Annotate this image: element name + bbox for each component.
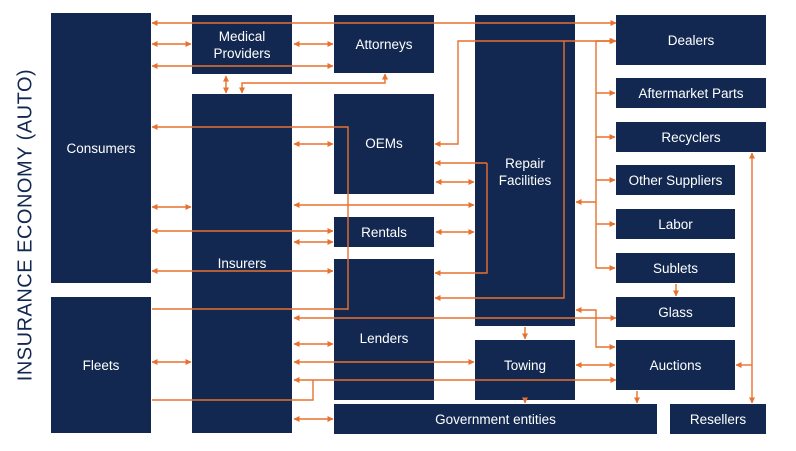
node-towing[interactable]: Towing (475, 340, 575, 400)
node-insurers[interactable]: Insurers (192, 94, 292, 433)
node-other-suppliers[interactable]: Other Suppliers (616, 165, 735, 195)
node-attorneys[interactable]: Attorneys (334, 15, 434, 73)
node-label: Insurers (217, 256, 267, 271)
node-label: Other Suppliers (628, 172, 723, 188)
node-label: Aftermarket Parts (638, 85, 744, 101)
node-rentals[interactable]: Rentals (334, 217, 434, 247)
node-lenders[interactable]: Lenders (334, 259, 434, 400)
node-label: Medical Providers (213, 28, 271, 61)
node-label: Consumers (66, 140, 136, 156)
node-label: Repair Facilities (498, 156, 552, 188)
node-label: Dealers (667, 32, 715, 48)
node-label: Recyclers (661, 129, 721, 145)
node-label: Government entities (435, 411, 556, 427)
node-aftermarket-parts[interactable]: Aftermarket Parts (616, 78, 766, 108)
node-label: Auctions (649, 357, 702, 373)
node-sublets[interactable]: Sublets (616, 253, 735, 283)
node-label: Labor (658, 216, 693, 232)
node-dealers[interactable]: Dealers (616, 15, 766, 65)
diagram-title: INSURANCE ECONOMY (AUTO) (14, 68, 37, 382)
node-label: OEMs (365, 135, 403, 151)
node-label: Towing (503, 357, 547, 373)
node-government-entities[interactable]: Government entities (334, 404, 657, 434)
node-label: Glass (658, 304, 693, 320)
node-consumers[interactable]: Consumers (51, 13, 151, 283)
node-glass[interactable]: Glass (616, 297, 735, 327)
node-label: Attorneys (355, 36, 413, 52)
node-resellers[interactable]: Resellers (670, 404, 766, 434)
node-label: Resellers (689, 411, 747, 427)
node-medical-providers[interactable]: Medical Providers (192, 15, 292, 74)
node-label: Fleets (82, 357, 120, 373)
node-label: Lenders (359, 331, 409, 346)
node-auctions[interactable]: Auctions (616, 340, 735, 390)
node-recyclers[interactable]: Recyclers (616, 122, 766, 152)
node-label: Rentals (361, 224, 407, 240)
node-label: Sublets (652, 260, 699, 276)
link-attorneys-insurers (239, 73, 388, 94)
node-repair-facilities[interactable]: Repair Facilities (475, 15, 575, 326)
node-fleets[interactable]: Fleets (51, 297, 151, 433)
node-labor[interactable]: Labor (616, 209, 735, 239)
link-repair-auctions (575, 307, 616, 350)
node-oems[interactable]: OEMs (334, 94, 434, 194)
